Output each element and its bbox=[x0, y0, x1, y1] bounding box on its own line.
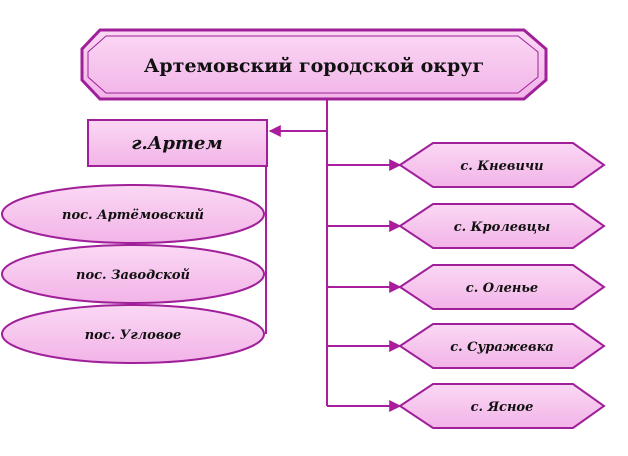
city-label: г.Артем bbox=[131, 133, 222, 154]
village-node: с. Ясное bbox=[398, 383, 606, 429]
village-node-shape bbox=[398, 383, 606, 429]
title-label: Артемовский городской округ bbox=[144, 55, 484, 77]
settlement-node-shape bbox=[1, 184, 265, 244]
settlement-label: пос. Заводской bbox=[76, 268, 190, 283]
village-node: с. Оленье bbox=[398, 264, 606, 310]
settlement-node: пос. Артёмовский bbox=[1, 184, 265, 244]
settlement-node-shape bbox=[1, 304, 265, 364]
connectors bbox=[265, 98, 402, 412]
village-node: с. Кролевцы bbox=[398, 203, 606, 249]
village-node-shape bbox=[398, 203, 606, 249]
villages: с. Кневичи с. Кролевцы с. Оленье с. Сура… bbox=[398, 142, 606, 429]
settlements: пос. Артёмовский пос. Заводской пос. Угл… bbox=[1, 184, 265, 364]
village-label: с. Кролевцы bbox=[454, 220, 551, 235]
settlement-label: пос. Угловое bbox=[85, 328, 182, 343]
village-node-shape bbox=[398, 323, 606, 369]
city-node: г.Артем bbox=[87, 119, 268, 167]
city-node-shape bbox=[87, 119, 268, 167]
settlement-label: пос. Артёмовский bbox=[62, 208, 204, 223]
title-node: Артемовский городской округ bbox=[80, 28, 548, 101]
village-node-shape bbox=[398, 264, 606, 310]
title-node-shape bbox=[80, 28, 548, 101]
village-label: с. Ясное bbox=[471, 400, 534, 415]
settlement-node: пос. Угловое bbox=[1, 304, 265, 364]
title-node-inner bbox=[87, 35, 539, 94]
village-label: с. Оленье bbox=[466, 281, 538, 296]
village-node: с. Суражевка bbox=[398, 323, 606, 369]
village-node-shape bbox=[398, 142, 606, 188]
settlement-node: пос. Заводской bbox=[1, 244, 265, 304]
village-node: с. Кневичи bbox=[398, 142, 606, 188]
village-label: с. Кневичи bbox=[460, 159, 543, 174]
settlement-node-shape bbox=[1, 244, 265, 304]
village-label: с. Суражевка bbox=[450, 340, 554, 355]
